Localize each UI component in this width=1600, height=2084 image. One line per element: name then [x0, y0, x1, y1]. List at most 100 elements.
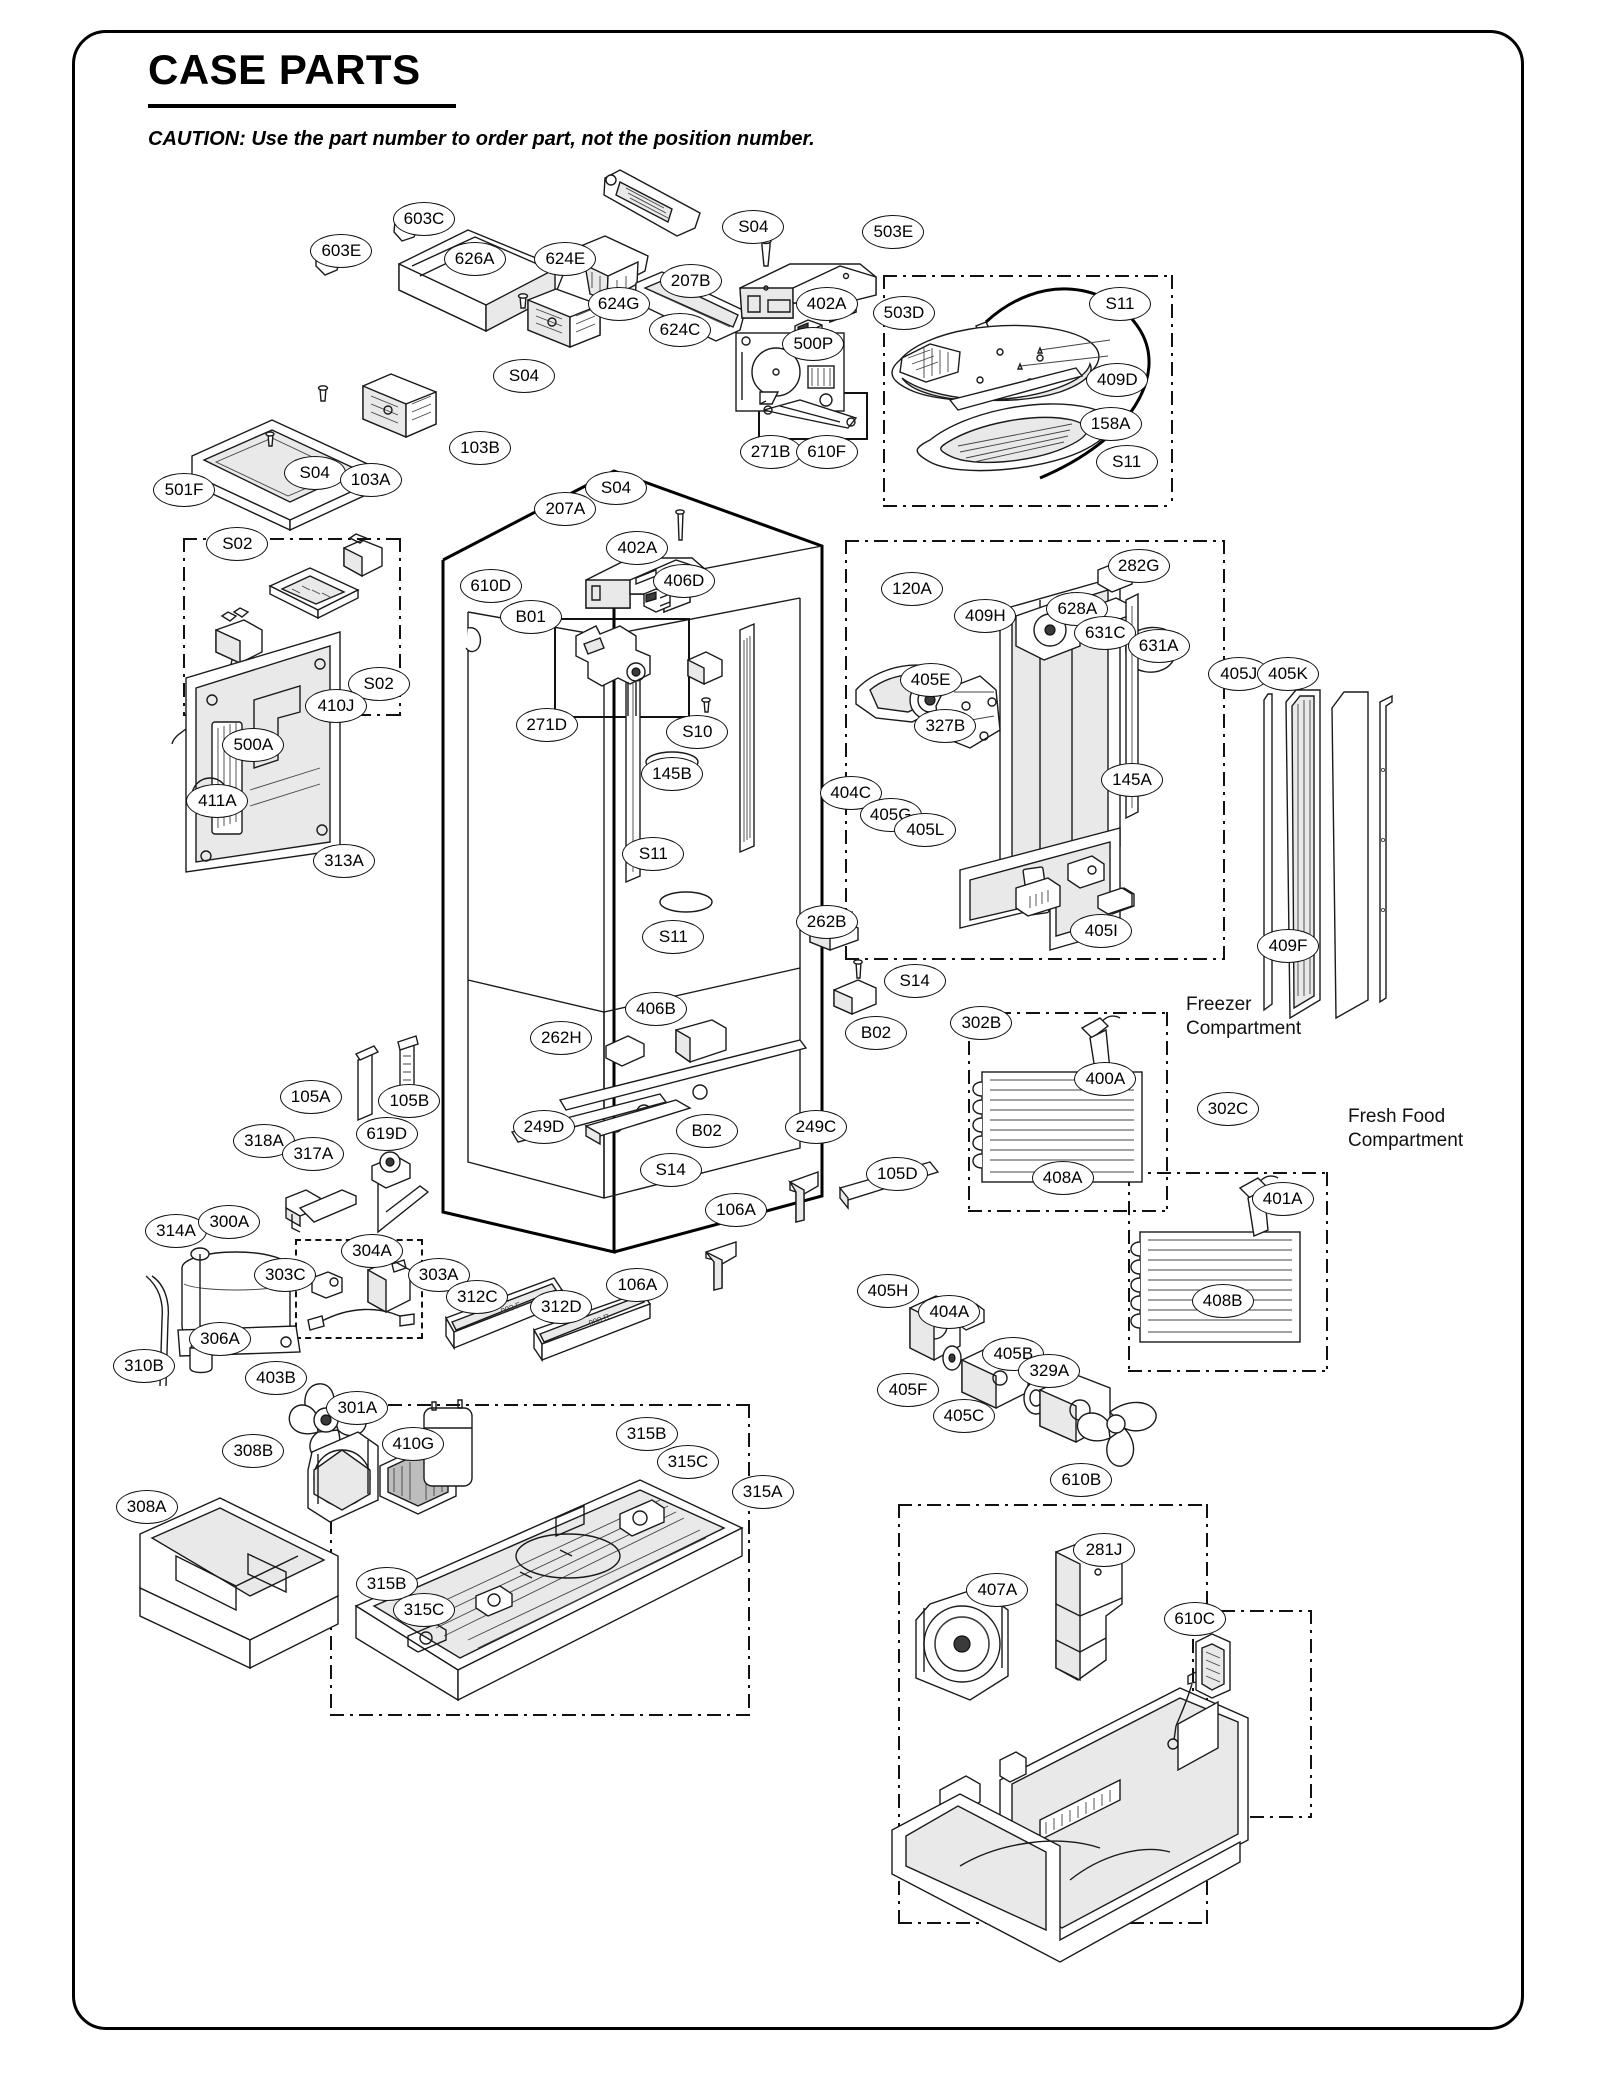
callout-400a: 400A [1074, 1062, 1137, 1097]
callout-315b: 315B [615, 1416, 678, 1451]
callout-314a: 314A [145, 1214, 207, 1249]
callout-626a: 626A [443, 241, 506, 276]
callout-120a: 120A [881, 571, 943, 606]
callout-308b: 308B [222, 1434, 285, 1469]
callout-315b: 315B [355, 1567, 418, 1602]
callout-b02: B02 [675, 1114, 738, 1149]
callout-249d: 249D [513, 1110, 575, 1145]
callout-304a: 304A [341, 1234, 403, 1269]
callout-610d: 610D [459, 569, 522, 604]
callout-s04: S04 [493, 358, 555, 393]
callout-s10: S10 [666, 714, 729, 749]
callout-405e: 405E [899, 662, 962, 697]
callout-302c: 302C [1197, 1091, 1259, 1126]
callout-631c: 631C [1074, 615, 1137, 650]
callout-145a: 145A [1101, 762, 1163, 797]
callout-308a: 308A [115, 1490, 178, 1525]
callout-s14: S14 [639, 1152, 702, 1187]
callout-315a: 315A [731, 1475, 794, 1510]
callout-401a: 401A [1251, 1182, 1314, 1217]
callout-105d: 105D [866, 1156, 929, 1191]
callout-s02: S02 [206, 526, 269, 561]
callout-405f: 405F [877, 1372, 939, 1407]
callout-262h: 262H [530, 1021, 593, 1055]
callout-404a: 404A [918, 1295, 981, 1330]
callout-313a: 313A [313, 843, 375, 878]
callout-s11: S11 [1095, 445, 1158, 480]
callout-262b: 262B [795, 905, 858, 940]
callout-145b: 145B [641, 757, 703, 792]
callout-403b: 403B [245, 1360, 307, 1395]
callout-317a: 317A [282, 1136, 345, 1171]
callout-327b: 327B [914, 709, 977, 744]
callout-103b: 103B [449, 430, 511, 465]
callout-408a: 408A [1031, 1160, 1094, 1195]
callout-619d: 619D [355, 1116, 418, 1151]
callout-302b: 302B [950, 1006, 1013, 1041]
callout-503d: 503D [873, 296, 935, 331]
callout-315c: 315C [393, 1592, 455, 1627]
callout-624g: 624G [587, 286, 650, 321]
callout-s11: S11 [1089, 286, 1151, 321]
callout-207a: 207A [534, 492, 597, 526]
callout-407a: 407A [966, 1572, 1029, 1607]
callout-406d: 406D [653, 563, 715, 598]
callout-158a: 158A [1079, 406, 1142, 441]
callout-402a: 402A [606, 530, 669, 565]
callout-405c: 405C [933, 1399, 995, 1434]
callout-610c: 610C [1163, 1601, 1226, 1636]
callout-406b: 406B [625, 991, 687, 1026]
callout-631a: 631A [1127, 629, 1190, 664]
callout-106a: 106A [606, 1267, 669, 1302]
callout-500a: 500A [222, 727, 285, 762]
callout-329a: 329A [1018, 1354, 1081, 1389]
callout-103a: 103A [339, 462, 402, 497]
callout-405l: 405L [894, 813, 957, 848]
callout-106a: 106A [705, 1192, 767, 1227]
callout-s04: S04 [722, 209, 785, 244]
callout-105b: 105B [378, 1083, 441, 1118]
callout-408b: 408B [1191, 1283, 1254, 1318]
page-title: CASE PARTS [148, 46, 421, 93]
callout-s11: S11 [622, 837, 685, 872]
title-underline [148, 104, 456, 108]
callout-410j: 410J [305, 689, 367, 724]
callout-603e: 603E [310, 233, 373, 268]
freezer-compartment-label: Freezer Compartment [1186, 994, 1302, 1039]
callout-282g: 282G [1107, 549, 1170, 584]
callout-s14: S14 [883, 963, 946, 998]
page-border [72, 30, 1524, 2030]
callout-405h: 405H [857, 1274, 919, 1309]
callout-s04: S04 [585, 470, 647, 505]
callout-207b: 207B [659, 264, 722, 299]
callout-402a: 402A [795, 286, 858, 321]
callout-b02: B02 [845, 1015, 907, 1050]
callout-409d: 409D [1086, 362, 1149, 397]
callout-303c: 303C [254, 1258, 317, 1293]
callout-105a: 105A [279, 1079, 342, 1114]
callout-610b: 610B [1050, 1463, 1113, 1498]
callout-s04: S04 [283, 456, 346, 491]
caution-note: CAUTION: Use the part number to order pa… [148, 128, 815, 150]
callout-603c: 603C [393, 201, 455, 236]
callout-312d: 312D [530, 1290, 593, 1325]
callout-610f: 610F [795, 434, 858, 469]
callout-b01: B01 [499, 599, 562, 634]
callout-624e: 624E [534, 241, 597, 276]
callout-624c: 624C [649, 313, 711, 348]
callout-281j: 281J [1073, 1532, 1135, 1567]
callout-315c: 315C [657, 1444, 719, 1479]
callout-271d: 271D [515, 707, 578, 742]
callout-405k: 405K [1257, 657, 1319, 692]
callout-s11: S11 [642, 919, 705, 954]
callout-249c: 249C [785, 1110, 847, 1145]
callout-300a: 300A [198, 1204, 261, 1239]
callout-409h: 409H [954, 598, 1017, 633]
callout-500p: 500P [782, 326, 845, 361]
callout-306a: 306A [189, 1322, 251, 1357]
callout-409f: 409F [1257, 929, 1319, 964]
callout-411a: 411A [186, 783, 249, 818]
callout-310b: 310B [113, 1348, 175, 1383]
fresh-food-compartment-label: Fresh Food Compartment [1348, 1106, 1464, 1151]
